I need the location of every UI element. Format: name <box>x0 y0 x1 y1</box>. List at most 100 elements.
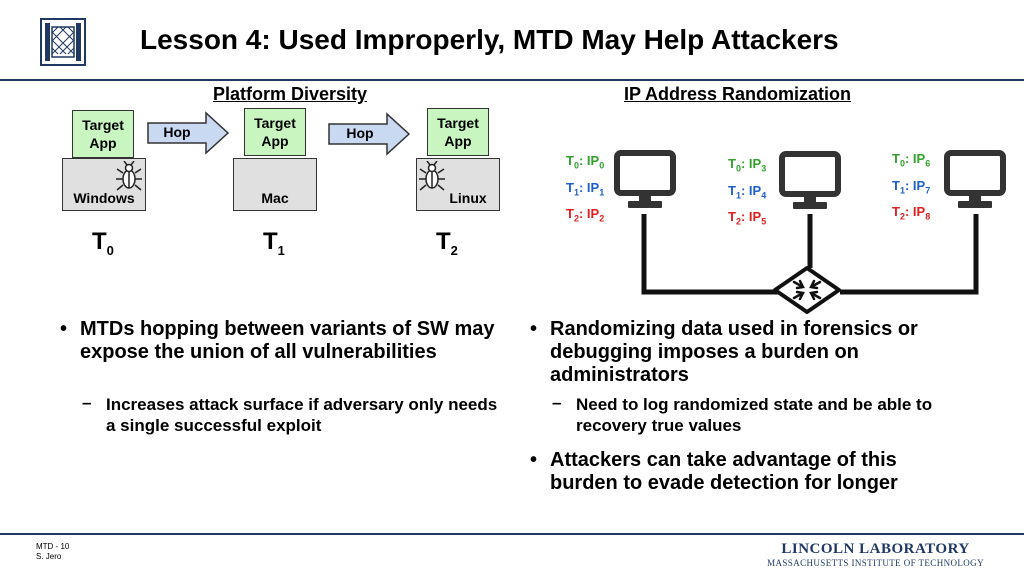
time-label-letter: T <box>92 228 107 255</box>
org-affiliation: MASSACHUSETTS INSTITUTE OF TECHNOLOGY <box>767 558 984 568</box>
footer-info: MTD - 10 S. Jero <box>36 542 69 562</box>
router-icon <box>773 266 841 314</box>
bullet-text: MTDs hopping between variants of SW may … <box>80 318 495 363</box>
hop-label-2: Hop <box>346 125 374 141</box>
subbullet-log-state: – Need to log randomized state and be ab… <box>552 393 976 436</box>
bullet-forensics: • Randomizing data used in forensics or … <box>530 318 970 387</box>
t-sub: 1 <box>735 190 741 201</box>
os-label-windows: Windows <box>73 190 135 206</box>
time-label-sub: 0 <box>106 242 114 258</box>
hop-arrow-2 <box>328 112 411 156</box>
ip-prefix: IP <box>586 206 600 222</box>
target-app-box-2: Target App <box>427 108 489 156</box>
t-sub: 2 <box>899 211 905 222</box>
time-label-sub: 2 <box>450 242 458 258</box>
os-label-linux: Linux <box>449 190 487 206</box>
target-app-label: Target App <box>437 115 479 149</box>
t-letter: T <box>728 209 736 225</box>
ip-prefix: IP <box>586 179 600 195</box>
ip-prefix: IP <box>748 182 762 198</box>
bullet-dot: • <box>530 318 538 340</box>
subbullet-attack-surface: – Increases attack surface if adversary … <box>82 393 506 436</box>
network-diagram <box>641 214 979 295</box>
ip-prefix: IP <box>748 156 762 171</box>
t-letter: T <box>892 177 900 193</box>
ip-sub: 0 <box>599 160 605 171</box>
ip-row-t1: T1: IP1 <box>566 179 605 198</box>
t-sub: 0 <box>735 163 741 174</box>
target-app-label: Target App <box>82 117 124 151</box>
ip-list-host-2: T0: IP3 T1: IP4 T2: IP5 <box>728 153 766 233</box>
org-name: LINCOLN LABORATORY <box>781 541 970 557</box>
ip-prefix: IP <box>912 177 926 193</box>
target-app-label: Target App <box>254 115 296 149</box>
target-app-box-0: Target App <box>72 110 134 158</box>
mit-ll-logo-icon <box>40 18 86 71</box>
ip-sub: 3 <box>761 163 767 174</box>
subbullet-text: Increases attack surface if adversary on… <box>106 395 498 435</box>
ip-row-t2: T2: IP5 <box>728 209 767 227</box>
ip-prefix: IP <box>912 204 926 220</box>
time-label-letter: T <box>263 228 278 255</box>
ip-sub: 4 <box>761 190 767 201</box>
ip-sub: 1 <box>599 187 605 198</box>
slide-number: MTD - 10 <box>36 542 70 551</box>
t-sub: 2 <box>735 216 741 227</box>
bullet-dot: • <box>60 318 68 340</box>
lincoln-lab-wordmark: LINCOLN LABORATORY MASSACHUSETTS INSTITU… <box>767 541 984 568</box>
bug-icon <box>116 161 142 191</box>
os-box-windows: Windows <box>62 158 146 211</box>
os-label-mac: Mac <box>261 190 289 206</box>
monitor-icon <box>779 151 841 209</box>
ip-row-t1: T1: IP4 <box>728 182 767 201</box>
t-sub: 0 <box>573 160 579 171</box>
t-letter: T <box>892 204 900 220</box>
ip-sub: 6 <box>925 158 931 169</box>
monitor-icon <box>944 150 1006 208</box>
ip-prefix: IP <box>748 209 762 225</box>
subbullet-text: Need to log randomized state and be able… <box>576 395 933 435</box>
ip-row-t0: T0: IP3 <box>728 156 767 174</box>
ip-sub: 5 <box>761 216 767 227</box>
bullet-text: Attackers can take advantage of this bur… <box>550 449 898 494</box>
t-sub: 1 <box>573 187 579 198</box>
t-letter: T <box>566 153 574 168</box>
bullet-dot: • <box>530 449 538 471</box>
t-letter: T <box>566 179 574 195</box>
t-letter: T <box>566 206 574 222</box>
ip-row-t2: T2: IP2 <box>566 206 605 224</box>
time-label-t1: T1 <box>263 228 285 258</box>
hop-label-1: Hop <box>163 124 191 140</box>
hop-arrow-1 <box>147 111 230 155</box>
time-label-letter: T <box>436 228 451 255</box>
t-letter: T <box>892 151 900 166</box>
ip-row-t0: T0: IP0 <box>566 153 605 171</box>
bug-icon <box>419 161 445 191</box>
ip-list-host-1: T0: IP0 T1: IP1 T2: IP2 <box>566 150 604 230</box>
bullet-evade-detection: • Attackers can take advantage of this b… <box>530 449 970 495</box>
subbullet-dash: – <box>82 393 92 412</box>
bullet-platform-diversity: • MTDs hopping between variants of SW ma… <box>60 318 500 364</box>
t-letter: T <box>728 156 736 171</box>
ip-prefix: IP <box>912 151 926 166</box>
t-sub: 1 <box>899 185 905 196</box>
target-app-box-1: Target App <box>244 108 306 156</box>
monitor-icon <box>614 150 676 208</box>
ip-prefix: IP <box>586 153 600 168</box>
header-divider <box>0 79 1024 81</box>
t-letter: T <box>728 182 736 198</box>
time-label-t2: T2 <box>436 228 458 258</box>
platform-diversity-heading: Platform Diversity <box>213 84 368 104</box>
t-sub: 0 <box>899 158 905 169</box>
ip-sub: 2 <box>599 213 605 224</box>
ip-sub: 7 <box>925 185 931 196</box>
t-sub: 2 <box>573 213 579 224</box>
time-label-sub: 1 <box>277 242 285 258</box>
ip-list-host-3: T0: IP6 T1: IP7 T2: IP8 <box>892 148 930 228</box>
os-box-linux: Linux <box>416 158 500 211</box>
ip-row-t0: T0: IP6 <box>892 151 931 169</box>
subbullet-dash: – <box>552 393 562 412</box>
author-name: S. Jero <box>36 552 62 561</box>
footer-divider <box>0 533 1024 535</box>
os-box-mac: Mac <box>233 158 317 211</box>
